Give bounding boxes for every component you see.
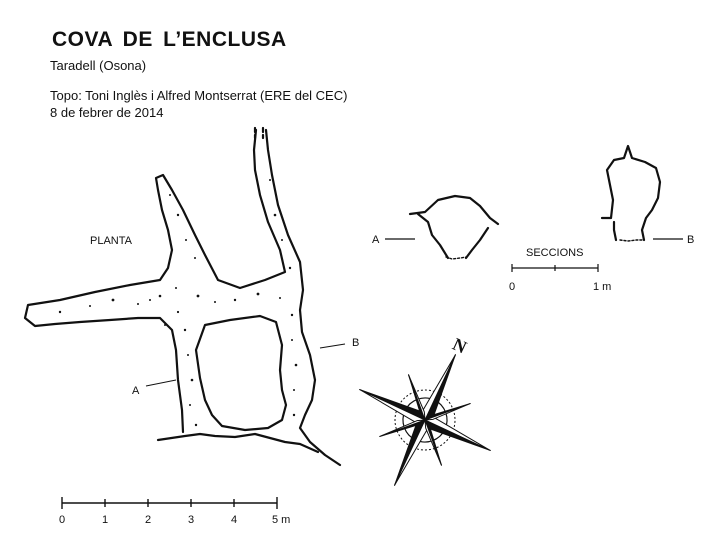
section-b-floor	[619, 239, 643, 242]
section-a-outline	[408, 194, 500, 260]
section-b-label: B	[687, 234, 694, 246]
map-title: COVA DE L’ENCLUSA	[52, 28, 287, 51]
main-scale-bar	[61, 497, 278, 509]
scale-tick-5m: 5 m	[272, 514, 290, 526]
scale-tick-3: 3	[188, 514, 194, 526]
survey-date-text: 8 de febrer de 2014	[50, 105, 164, 120]
section-b-outline	[600, 144, 662, 242]
sections-scale-bar	[511, 264, 599, 272]
compass-north-label: N	[450, 334, 470, 358]
sections-scale-tick-0: 0	[509, 281, 515, 293]
cave-plan-floor	[156, 432, 320, 454]
scale-tick-0: 0	[59, 514, 65, 526]
compass-rose: N	[359, 334, 491, 486]
location-text: Taradell (Osona)	[50, 58, 147, 73]
scale-tick-4: 4	[231, 514, 237, 526]
plan-section-markers	[145, 343, 346, 387]
plan-section-b-label: B	[352, 337, 359, 349]
section-a-floor	[445, 256, 468, 260]
sections-scale-tick-1m: 1 m	[593, 281, 611, 293]
cave-plan-pillar	[194, 314, 288, 432]
section-b-line	[319, 343, 346, 349]
sections-label: SECCIONS	[526, 247, 583, 259]
section-a-line	[145, 379, 177, 387]
section-a-label: A	[372, 234, 380, 246]
cave-plan-entrance-marks	[253, 126, 265, 140]
survey-authors-text: Topo: Toni Inglès i Alfred Montserrat (E…	[50, 88, 348, 103]
plan-section-a-label: A	[132, 385, 140, 397]
plan-label: PLANTA	[90, 235, 133, 247]
scale-tick-1: 1	[102, 514, 108, 526]
cave-plan-outline	[23, 128, 342, 467]
scale-tick-2: 2	[145, 514, 151, 526]
cross-sections	[408, 144, 662, 260]
cave-floor-stipple	[58, 179, 298, 427]
cave-plan	[23, 126, 342, 467]
